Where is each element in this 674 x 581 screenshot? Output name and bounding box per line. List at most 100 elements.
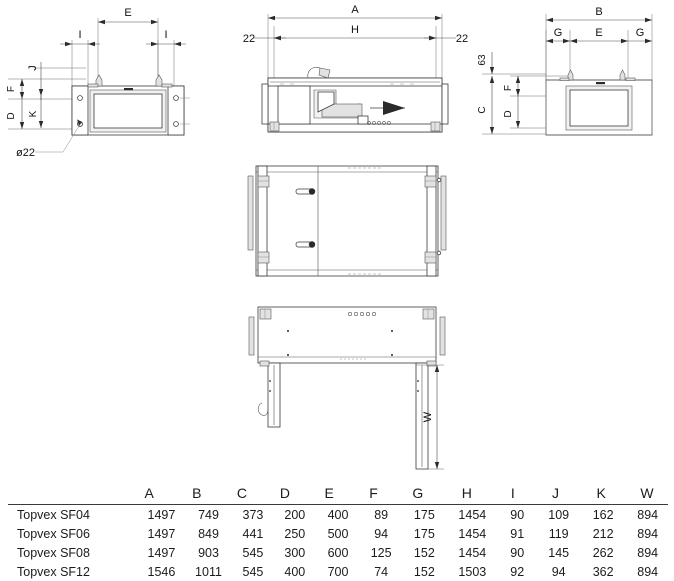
support-legs — [257, 360, 437, 470]
cell-C: 441 — [242, 526, 264, 541]
dim-G-left: G — [545, 27, 571, 80]
dim-B: B — [545, 6, 653, 80]
unit-body-section — [261, 66, 449, 133]
cell-B: 1011 — [195, 564, 222, 579]
cell-J: 119 — [548, 526, 569, 541]
cell-K: 362 — [592, 564, 614, 579]
cell-J: 145 — [548, 545, 570, 560]
cell-K: 162 — [592, 507, 614, 522]
th-D: D — [279, 485, 290, 501]
dim-label-E-right: E — [595, 27, 602, 39]
cell-J: 109 — [548, 507, 570, 522]
dim-F: F — [6, 78, 86, 100]
cell-H: 1454 — [458, 507, 487, 522]
dim-C: C — [477, 76, 546, 135]
dim-label-F-right: F — [503, 85, 514, 91]
cell-I: 92 — [510, 564, 525, 579]
hinge-marks — [257, 175, 437, 264]
cell-E: 400 — [327, 507, 349, 522]
unit-body-left — [71, 74, 190, 136]
th-J: J — [551, 485, 559, 501]
dim-label-K: K — [28, 110, 39, 117]
table-header-rule — [8, 504, 668, 505]
cell-B: 849 — [198, 526, 219, 541]
cell-F: 94 — [374, 526, 389, 541]
cell-E: 700 — [327, 564, 349, 579]
cell-I: 91 — [510, 526, 525, 541]
cell-K: 212 — [592, 526, 614, 541]
cell-K: 262 — [592, 545, 614, 560]
cell-A: 1497 — [147, 526, 176, 541]
table-head: A B C D E F G H I J K W — [5, 484, 670, 504]
cell-I: 90 — [510, 507, 525, 522]
dim-G-right: G — [628, 27, 652, 44]
dim-label-D-right: D — [503, 110, 514, 117]
cell-F: 89 — [374, 507, 389, 522]
end-view-right: B G E G — [460, 0, 674, 150]
cell-E: 500 — [327, 526, 349, 541]
th-F: F — [369, 485, 378, 501]
th-C: C — [236, 485, 248, 501]
dim-22-left: 22 — [243, 33, 286, 45]
dim-label-F: F — [6, 86, 17, 92]
cell-G: 152 — [413, 545, 435, 560]
cell-model: Topvex SF06 — [17, 526, 90, 541]
cell-C: 545 — [242, 545, 264, 560]
dim-label-B: B — [595, 6, 602, 18]
cell-A: 1497 — [147, 507, 176, 522]
dim-label-D: D — [6, 112, 17, 119]
cell-G: 152 — [413, 564, 435, 579]
dim-label-H: H — [351, 24, 359, 36]
cell-B: 749 — [198, 507, 219, 522]
th-H: H — [461, 485, 472, 501]
dim-I-right: I — [146, 29, 186, 86]
unit-body-right — [545, 69, 653, 136]
dim-A: A — [267, 4, 443, 78]
dim-22-right: 22 — [424, 33, 468, 45]
dim-J: J — [27, 62, 86, 100]
dim-label-C: C — [477, 106, 488, 113]
bottom-plan-view: W — [240, 295, 470, 485]
dimension-table-body: Topvex SF04 1497 749 373 200 400 89 175 … — [5, 505, 670, 581]
dim-label-W: W — [422, 411, 434, 422]
note-label-dia22: ø22 — [16, 147, 35, 159]
side-section-view: A H 22 22 — [240, 0, 470, 150]
dim-label-G-right: G — [636, 27, 645, 39]
dim-label-E: E — [124, 7, 131, 19]
dim-label-I-right: I — [164, 29, 167, 41]
table-row: Topvex SF12 1546 1011 545 400 700 74 152… — [5, 562, 670, 581]
cell-A: 1546 — [147, 564, 176, 579]
dim-H: H — [273, 24, 437, 78]
dimension-table: A B C D E F G H I J K W — [5, 484, 670, 504]
cell-W: 894 — [637, 526, 659, 541]
dim-K: K — [28, 96, 44, 128]
cell-D: 200 — [284, 507, 306, 522]
cell-G: 175 — [413, 526, 435, 541]
cell-D: 400 — [284, 564, 306, 579]
dim-I-left: I — [60, 29, 100, 86]
cell-F: 74 — [374, 564, 389, 579]
table-body: Topvex SF04 1497 749 373 200 400 89 175 … — [5, 505, 670, 581]
dim-W: W — [416, 364, 444, 470]
cell-C: 545 — [242, 564, 264, 579]
dim-E-right-view: E — [570, 27, 629, 80]
cell-B: 903 — [198, 545, 219, 560]
door-handles — [295, 188, 316, 248]
th-W: W — [640, 485, 654, 501]
cell-C: 373 — [242, 507, 264, 522]
vent-holes-bottom — [348, 311, 377, 316]
table-row: Topvex SF06 1497 849 441 250 500 94 175 … — [5, 524, 670, 543]
dim-label-G-left: G — [554, 27, 563, 39]
cell-model: Topvex SF08 — [17, 545, 90, 560]
dim-label-I-left: I — [78, 29, 81, 41]
vent-holes — [367, 121, 391, 125]
dim-E: E — [97, 7, 159, 86]
dim-label-22-left: 22 — [243, 33, 255, 45]
cell-H: 1454 — [458, 526, 487, 541]
cell-H: 1503 — [458, 564, 487, 579]
table-row: Topvex SF04 1497 749 373 200 400 89 175 … — [5, 505, 670, 524]
th-K: K — [596, 485, 606, 501]
end-view-left: E I I — [0, 0, 230, 170]
dimension-table-wrapper: A B C D E F G H I J K W Topvex SF — [0, 484, 674, 581]
